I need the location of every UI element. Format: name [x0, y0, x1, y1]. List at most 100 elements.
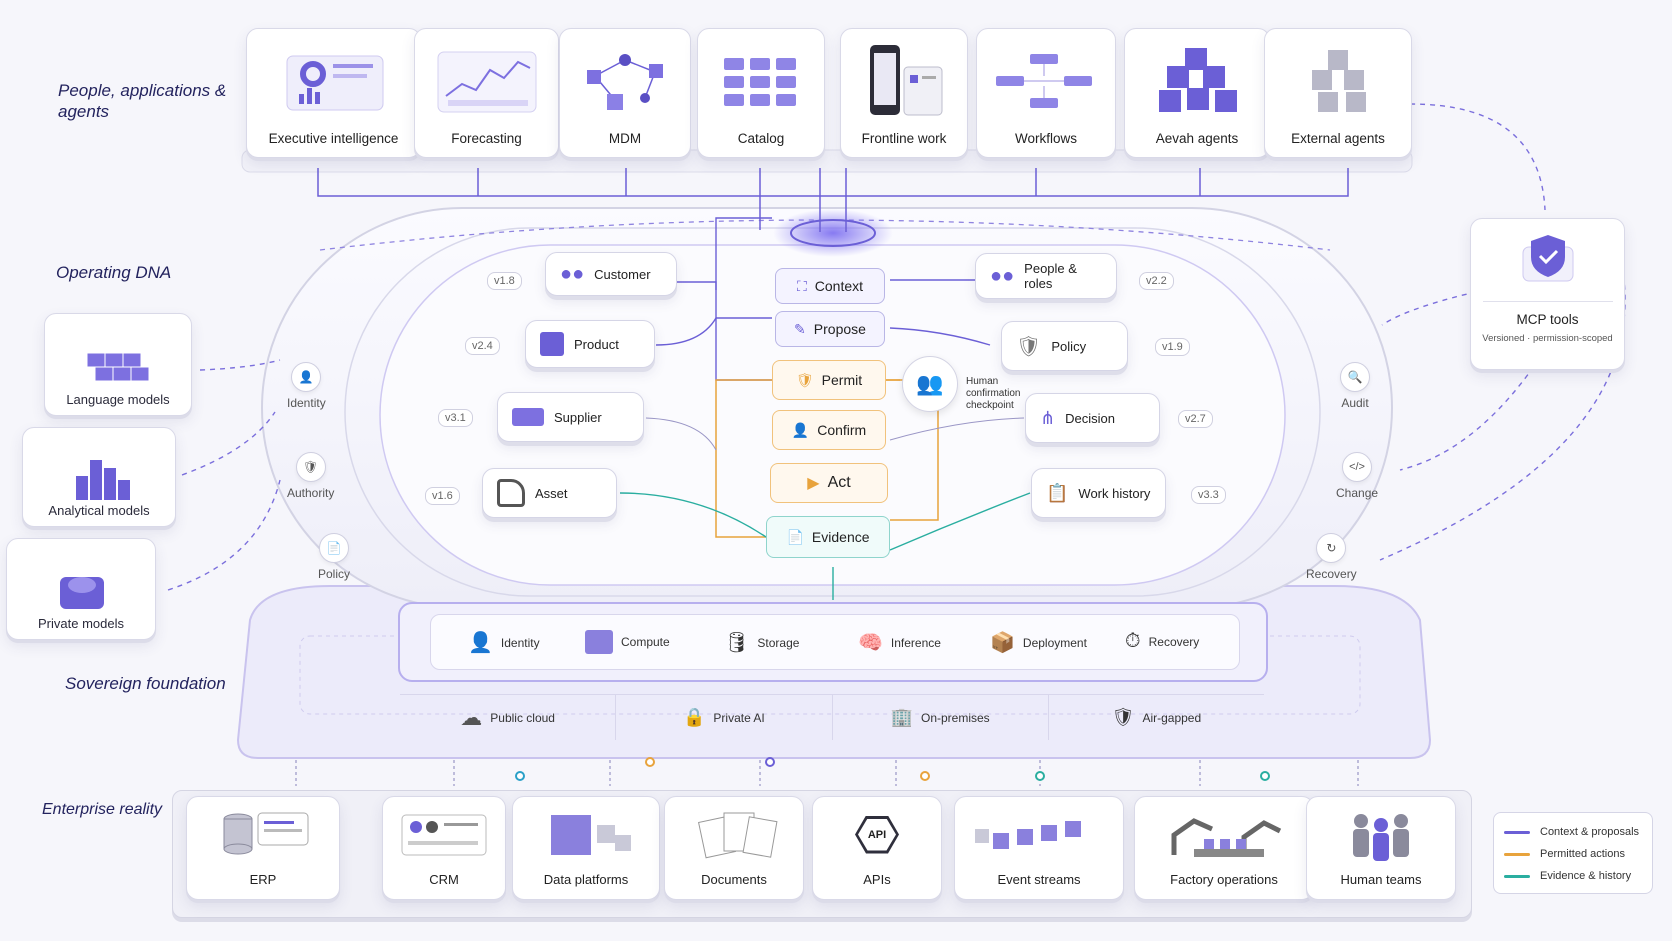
box-icon [540, 332, 564, 356]
building-icon: 🏢 [890, 707, 913, 727]
deploy-label: Private AI [713, 710, 765, 725]
legend-item: Permitted actions [1504, 843, 1642, 865]
system-event-streams[interactable]: Event streams [954, 796, 1124, 900]
entity-asset[interactable]: Asset [482, 468, 617, 518]
version-tag: v3.1 [438, 409, 473, 427]
service-label: Compute [621, 635, 670, 649]
entity-label: Decision [1065, 410, 1115, 426]
system-human-teams[interactable]: Human teams [1306, 796, 1456, 900]
mobile-device-icon [841, 29, 967, 132]
entity-supplier[interactable]: Supplier [497, 392, 644, 442]
entity-label: Product [574, 336, 619, 352]
app-label: Forecasting [451, 131, 522, 147]
user-icon: 👤 [791, 421, 810, 438]
document-icon: 📄 [319, 533, 349, 563]
user-icon: 👤 [468, 632, 493, 654]
mcp-tools-card[interactable]: MCP tools Versioned · permission-scoped [1470, 218, 1625, 370]
model-card-analytical[interactable]: Analytical models [22, 427, 176, 527]
ring-authority[interactable]: 🛡Authority [287, 452, 334, 500]
ring-label: Policy [318, 567, 351, 581]
line-chart-icon [415, 29, 558, 132]
legend-swatch [1504, 852, 1530, 856]
entity-customer[interactable]: ●●Customer [545, 252, 677, 296]
shield-icon: 🛡 [795, 371, 814, 388]
layer-label-foundation: Sovereign foundation [65, 674, 226, 693]
brain-icon: 🧠 [858, 632, 883, 654]
app-card-mdm[interactable]: MDM [559, 28, 691, 158]
mcp-subtitle: Versioned · permission-scoped [1482, 333, 1613, 344]
core-evidence[interactable]: 📄Evidence [766, 516, 890, 558]
system-label: ERP [249, 872, 277, 887]
ring-audit[interactable]: 🔍Audit [1340, 362, 1370, 410]
app-card-external-agents[interactable]: External agents [1264, 28, 1412, 158]
agents-cubes-icon [1125, 29, 1269, 132]
version-tag: v2.2 [1139, 272, 1174, 290]
ring-recovery[interactable]: ↻Recovery [1306, 533, 1357, 581]
system-data-platforms[interactable]: Data platforms [512, 796, 660, 900]
deploy-on-premises[interactable]: 🏢 On-premises [833, 695, 1049, 740]
service-identity[interactable]: 👤Identity [468, 630, 540, 655]
app-card-aevah-agents[interactable]: Aevah agents [1124, 28, 1270, 158]
api-hex-icon: API [813, 797, 941, 872]
deploy-label: On-premises [920, 710, 990, 725]
service-storage[interactable]: 🛢Storage [724, 630, 799, 655]
entity-product[interactable]: Product [525, 320, 655, 368]
ring-change[interactable]: </>Change [1336, 452, 1378, 500]
core-confirm[interactable]: 👤Confirm [772, 410, 886, 450]
deploy-public-cloud[interactable]: ☁Public cloud [400, 695, 617, 740]
cube-stack-icon [86, 352, 150, 382]
legend: Context & proposals Permitted actions Ev… [1493, 812, 1653, 894]
core-propose[interactable]: ✎Propose [775, 311, 885, 347]
app-label: Catalog [737, 131, 785, 147]
service-compute[interactable]: Compute [585, 630, 670, 654]
api-badge: API [858, 818, 896, 851]
app-card-executive-intelligence[interactable]: Executive intelligence [246, 28, 421, 158]
crm-contacts-icon [383, 797, 505, 872]
system-crm[interactable]: CRM [382, 796, 506, 900]
app-card-forecasting[interactable]: Forecasting [414, 28, 559, 158]
entity-people-roles[interactable]: ●●People & roles [975, 253, 1117, 299]
app-label: MDM [608, 131, 642, 147]
app-card-catalog[interactable]: Catalog [697, 28, 825, 158]
version-tag: v2.7 [1178, 410, 1213, 428]
system-factory-operations[interactable]: Factory operations [1134, 796, 1314, 900]
system-label: Documents [701, 872, 767, 887]
entity-decision[interactable]: ⋔Decision [1025, 393, 1160, 443]
core-label: Permit [821, 372, 863, 388]
legend-label: Evidence & history [1540, 870, 1632, 882]
core-permit[interactable]: 🛡 Permit [772, 360, 886, 400]
app-label: External agents [1291, 131, 1385, 147]
shield-icon: 🛡 [295, 452, 326, 482]
app-card-workflows[interactable]: Workflows [976, 28, 1116, 158]
core-context[interactable]: ⛶Context [775, 268, 885, 304]
network-icon [560, 29, 690, 132]
service-inference[interactable]: 🧠Inference [858, 630, 941, 655]
system-label: Event streams [997, 872, 1081, 887]
grid-icon [698, 29, 824, 132]
code-icon: </> [1342, 452, 1373, 482]
service-recovery[interactable]: ⏱Recovery [1125, 630, 1199, 653]
app-card-frontline-work[interactable]: Frontline work [840, 28, 968, 158]
version-tag: v3.3 [1191, 486, 1226, 504]
entity-work-history[interactable]: 📋Work history [1031, 468, 1166, 518]
clock-icon: ⏱ [1125, 630, 1141, 652]
system-documents[interactable]: Documents [664, 796, 804, 900]
service-deployment[interactable]: 📦Deployment [990, 630, 1087, 655]
ring-policy[interactable]: 📄 Policy [318, 533, 350, 581]
core-act[interactable]: ▶Act [770, 463, 888, 503]
deploy-air-gapped[interactable]: 🛡Air-gapped [1049, 695, 1264, 740]
human-checkpoint-icon[interactable]: 👥 [902, 356, 958, 412]
model-card-private[interactable]: Private models [6, 538, 156, 640]
deploy-private-ai[interactable]: 🔒Private AI [616, 695, 833, 740]
cloud-icon: ☁ [460, 704, 483, 730]
context-icon: ⛶ [796, 277, 807, 294]
entity-policy[interactable]: 🛡Policy [1001, 321, 1128, 371]
system-erp[interactable]: ERP [186, 796, 340, 900]
model-card-language[interactable]: Language models [44, 313, 192, 416]
app-label: Aevah agents [1155, 131, 1239, 147]
ring-identity[interactable]: 👤Identity [287, 362, 326, 410]
version-tag: v2.4 [465, 337, 500, 355]
app-label: Workflows [1014, 131, 1077, 147]
